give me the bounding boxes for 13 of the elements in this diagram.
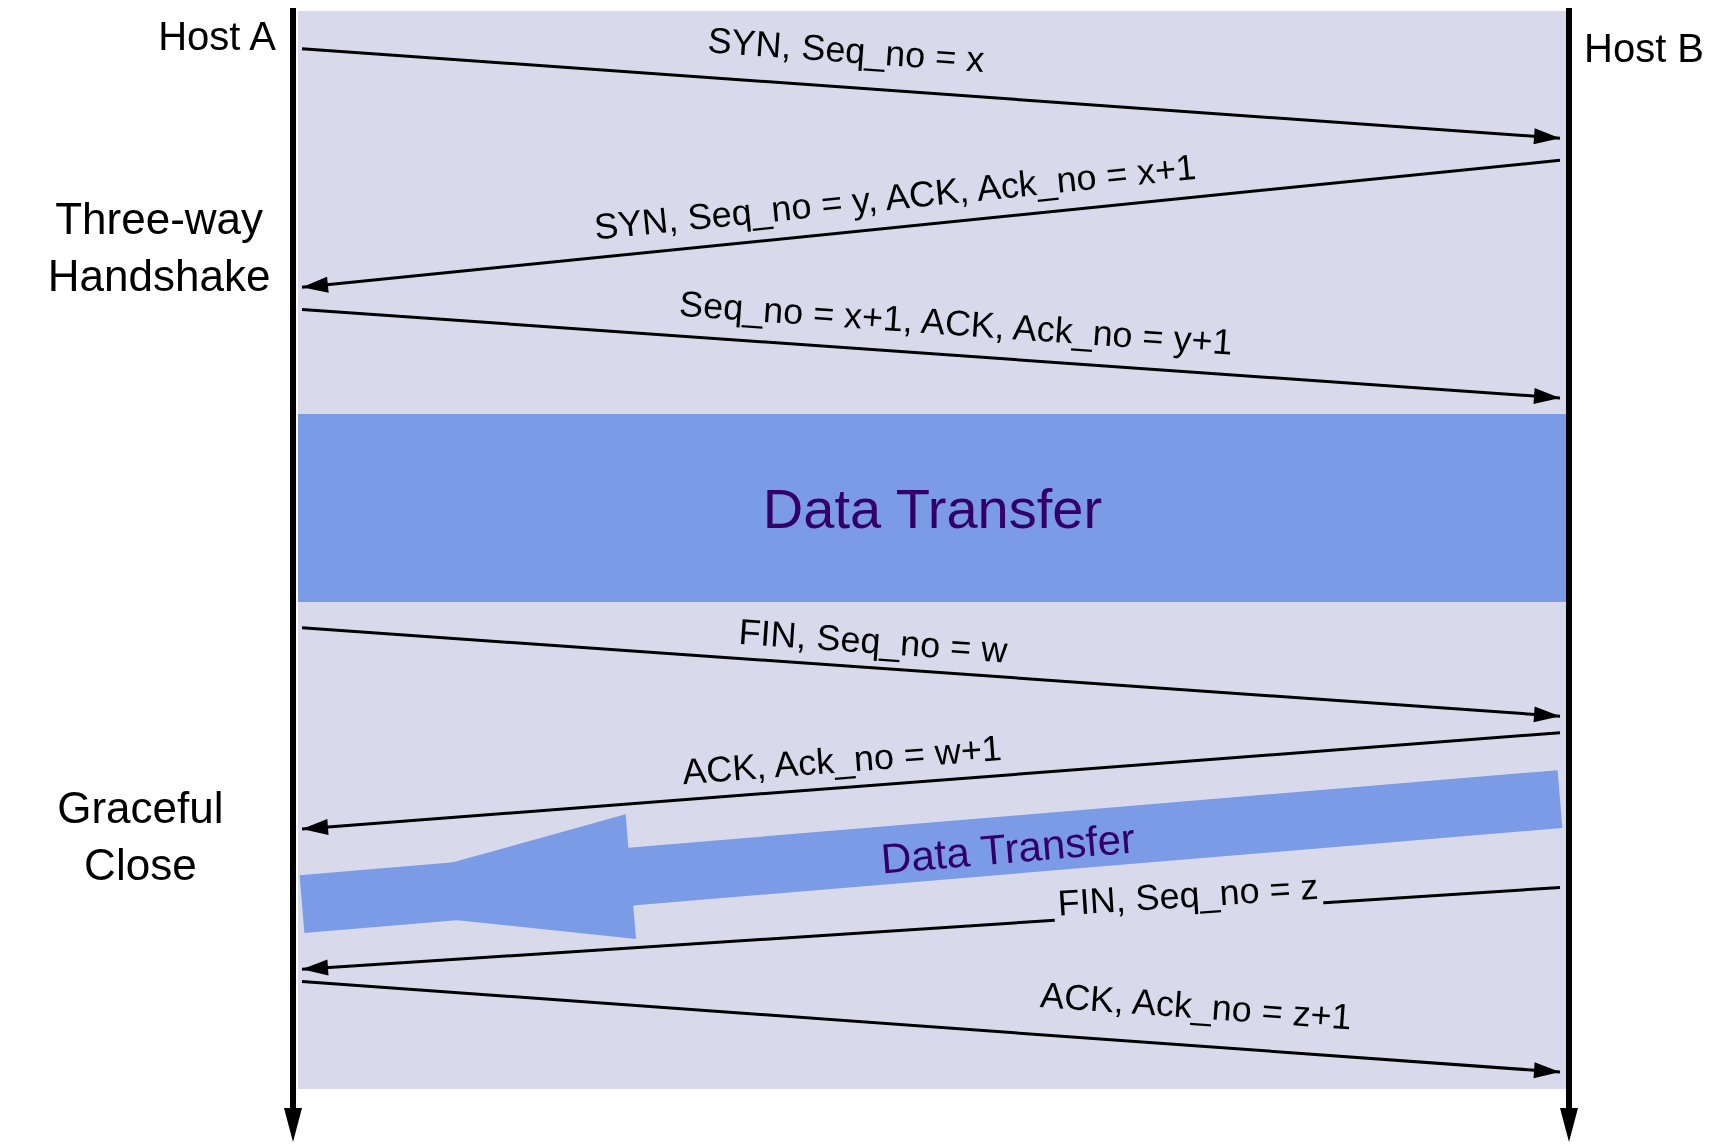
phase-label: Three-way Handshake xyxy=(46,193,272,303)
block-arrow xyxy=(299,770,1563,939)
message-arrow xyxy=(301,731,1561,835)
message-arrow xyxy=(301,307,1561,405)
data-transfer-band xyxy=(298,414,1567,602)
message-arrow xyxy=(301,158,1561,293)
message-arrow xyxy=(301,979,1561,1079)
phase-label: Graceful Close xyxy=(56,782,225,892)
band-label: Data Transfer xyxy=(762,475,1103,541)
host-label: Host A xyxy=(158,14,276,59)
message-arrow xyxy=(301,626,1561,723)
host-label: Host B xyxy=(1584,26,1705,71)
message-arrow xyxy=(301,47,1561,145)
